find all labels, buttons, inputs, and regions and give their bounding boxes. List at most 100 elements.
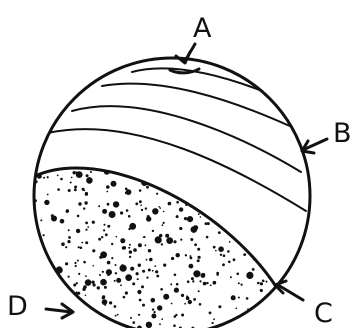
speckle-dot — [57, 165, 59, 167]
speckle-dot — [60, 219, 65, 224]
speckle-dot — [245, 220, 247, 222]
speckle-dot — [193, 270, 200, 277]
speckle-dot — [174, 186, 177, 189]
speckle-dot — [264, 219, 266, 221]
speckle-dot — [214, 175, 217, 178]
speckle-dot — [50, 296, 53, 299]
speckle-dot — [141, 171, 145, 175]
speckle-dot — [176, 201, 179, 204]
speckle-dot — [60, 178, 63, 181]
speckled-region-boundary — [35, 168, 277, 288]
speckle-dot — [74, 189, 77, 192]
speckle-dot — [120, 211, 123, 214]
speckle-dot — [115, 315, 117, 317]
speckle-dot — [181, 314, 184, 317]
speckle-dot — [39, 315, 41, 317]
speckle-dot — [183, 154, 189, 160]
speckle-dot — [152, 230, 154, 232]
speckle-dot — [245, 168, 247, 170]
speckle-dot — [45, 167, 48, 170]
speckle-dot — [209, 188, 212, 191]
speckle-dot — [198, 213, 200, 215]
speckle-dot — [201, 190, 204, 193]
speckle-dot — [192, 280, 194, 282]
speckle-dot — [193, 298, 196, 301]
speckle-dot — [126, 209, 129, 212]
speckle-dot — [146, 186, 149, 189]
speckle-dot — [249, 244, 251, 246]
speckle-dot — [272, 226, 275, 229]
speckle-dot — [35, 321, 38, 324]
speckle-dot — [34, 199, 37, 202]
speckle-dot — [51, 148, 57, 154]
speckle-dot — [128, 215, 131, 218]
speckle-dot — [118, 160, 122, 164]
speckle-dot — [100, 279, 107, 286]
speckle-dot — [43, 177, 45, 179]
speckle-dot — [94, 150, 96, 152]
speckle-dot — [172, 185, 175, 188]
speckle-dot — [97, 286, 100, 289]
label-a-group: A — [170, 13, 212, 73]
speckle-dot — [236, 181, 239, 184]
speckle-dot — [268, 234, 270, 236]
speckle-dot — [176, 215, 179, 218]
speckle-dot — [199, 280, 201, 282]
speckle-dot — [84, 201, 87, 204]
speckle-dot — [146, 259, 148, 261]
speckle-dot — [126, 160, 129, 163]
speckle-dot — [227, 250, 230, 253]
speckle-dot — [152, 308, 154, 310]
speckle-dot — [255, 150, 257, 152]
speckle-dot — [213, 246, 216, 249]
speckle-dot — [246, 272, 253, 279]
speckle-dot — [111, 257, 113, 259]
speckle-dot — [151, 314, 156, 319]
speckle-dot — [106, 168, 108, 170]
speckle-dot — [85, 275, 87, 277]
speckle-dot — [50, 155, 52, 157]
speckle-dot — [85, 229, 87, 231]
speckle-dot — [54, 157, 58, 161]
speckle-dot — [93, 265, 95, 267]
speckle-dot — [54, 280, 58, 284]
speckle-dot — [215, 188, 217, 190]
speckle-dot — [108, 155, 111, 158]
speckle-dot — [58, 324, 61, 327]
speckle-dot — [163, 264, 166, 267]
speckle-dot — [264, 162, 267, 165]
speckle-dot — [80, 247, 83, 250]
speckle-dot — [139, 189, 142, 192]
speckle-dot — [137, 290, 141, 294]
speckle-dot — [197, 248, 200, 251]
speckle-dot — [218, 199, 225, 206]
speckle-dot — [156, 275, 159, 278]
speckle-dot — [114, 305, 117, 308]
speckle-dot — [116, 278, 121, 283]
speckle-dot — [92, 281, 95, 284]
speckle-dot — [152, 208, 158, 214]
speckle-dot — [46, 302, 49, 305]
speckle-dot — [123, 296, 126, 299]
speckle-dot — [233, 258, 236, 261]
speckle-dot — [120, 168, 123, 171]
speckle-dot — [256, 250, 259, 253]
speckle-dot — [218, 305, 221, 308]
speckle-dot — [200, 216, 202, 218]
speckle-dot — [230, 180, 236, 186]
speckle-dot — [93, 152, 95, 154]
speckle-dot — [269, 301, 271, 303]
speckle-dot — [65, 262, 68, 265]
speckle-dot — [102, 325, 105, 328]
label-a: A — [193, 13, 212, 44]
speckle-dot — [185, 161, 187, 163]
speckle-dot — [145, 244, 147, 246]
speckle-dot — [265, 226, 269, 230]
speckle-dot — [47, 194, 49, 196]
speckle-dot — [222, 168, 225, 171]
speckle-dot — [213, 318, 215, 320]
speckle-dot — [92, 221, 95, 224]
speckle-dot — [180, 190, 184, 194]
speckle-dot — [40, 274, 42, 276]
